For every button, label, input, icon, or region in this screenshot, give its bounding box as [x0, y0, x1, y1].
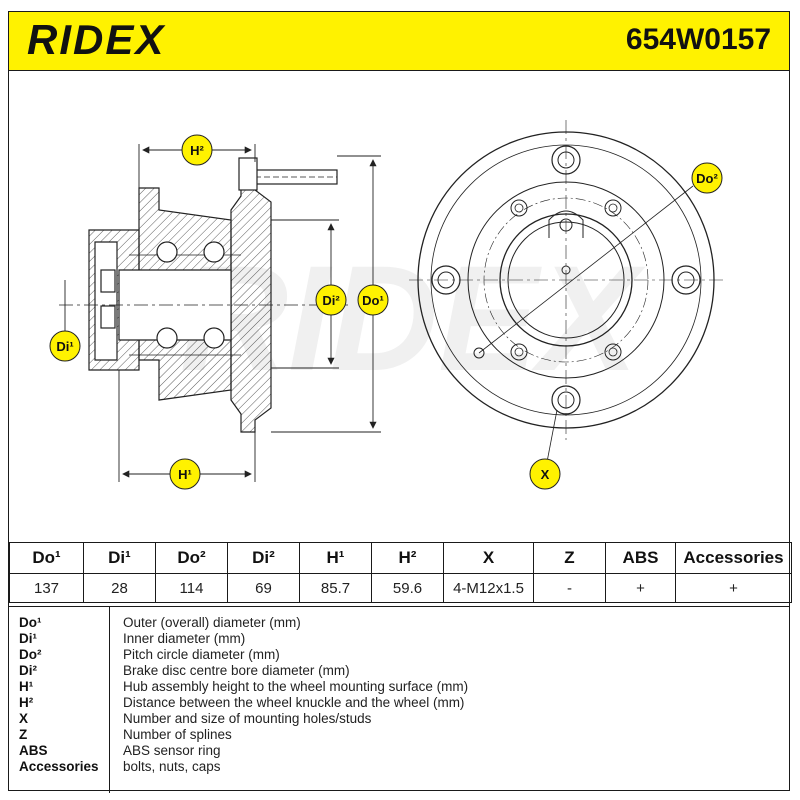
spec-value-cell: 85.7: [299, 573, 372, 603]
label-x: X: [541, 467, 550, 482]
spec-header-cell: Z: [533, 542, 606, 574]
spec-header-cell: Do²: [155, 542, 228, 574]
badge-x: X: [529, 458, 561, 490]
spec-header-cell: ABS: [605, 542, 676, 574]
legend-desc: Inner diameter (mm): [123, 631, 246, 646]
label-do2: Do²: [696, 171, 718, 186]
legend-key: X: [19, 711, 29, 726]
label-h1: H¹: [178, 467, 192, 482]
legend-key: Di¹: [19, 631, 37, 646]
label-di2: Di²: [322, 293, 340, 308]
badge-do2: Do²: [691, 162, 723, 194]
spec-table: Do¹ Di¹ Do² Di² H¹ H² X Z ABS Accessorie…: [9, 542, 792, 603]
spec-value-cell: 4-M12x1.5: [443, 573, 534, 603]
legend-desc: Outer (overall) diameter (mm): [123, 615, 301, 630]
legend-desc: Pitch circle diameter (mm): [123, 647, 280, 662]
spec-header-cell: Di¹: [83, 542, 156, 574]
spec-header-cell: Do¹: [9, 542, 84, 574]
badge-h2: H²: [181, 134, 213, 166]
legend-key: Do²: [19, 647, 42, 662]
technical-drawing: RIDEX: [49, 120, 723, 490]
legend-row: Z Number of splines: [9, 727, 789, 743]
legend-desc: Number of splines: [123, 727, 232, 742]
legend-key: H²: [19, 695, 34, 710]
legend-row: H² Distance between the wheel knuckle an…: [9, 695, 789, 711]
part-number: 654W0157: [625, 23, 771, 56]
legend-row: Do² Pitch circle diameter (mm): [9, 647, 789, 663]
legend-key: H¹: [19, 679, 34, 694]
legend-desc: Distance between the wheel knuckle and t…: [123, 695, 465, 710]
spec-value-cell: 28: [83, 573, 156, 603]
legend-divider: [109, 607, 110, 793]
spec-value-cell: 114: [155, 573, 228, 603]
legend-desc: Number and size of mounting holes/studs: [123, 711, 372, 726]
data-sheet: RIDEX 654W0157 RIDEX: [8, 11, 792, 793]
hub-side-section: [59, 157, 349, 433]
legend-desc: Brake disc centre bore diameter (mm): [123, 663, 350, 678]
badge-di2: Di²: [315, 284, 347, 316]
spec-value-cell: +: [605, 573, 676, 603]
legend-row: X Number and size of mounting holes/stud…: [9, 711, 789, 727]
header-bar: RIDEX 654W0157: [9, 12, 789, 71]
legend-key: Z: [19, 727, 28, 742]
badge-di1: Di¹: [49, 330, 81, 362]
legend-desc: bolts, nuts, caps: [123, 759, 221, 774]
spec-header-cell: H¹: [299, 542, 372, 574]
spec-header-row: Do¹ Di¹ Do² Di² H¹ H² X Z ABS Accessorie…: [9, 542, 792, 574]
legend-section: Do¹ Outer (overall) diameter (mm) Di¹ In…: [9, 606, 789, 793]
legend-key: Accessories: [19, 759, 99, 774]
spec-header-cell: Accessories: [675, 542, 792, 574]
spec-value-cell: 59.6: [371, 573, 444, 603]
spec-header-cell: Di²: [227, 542, 300, 574]
hub-front-view: [409, 120, 723, 463]
spec-value-cell: 137: [9, 573, 84, 603]
legend-row: Di¹ Inner diameter (mm): [9, 631, 789, 647]
spec-value-cell: +: [675, 573, 792, 603]
legend-key: ABS: [19, 743, 48, 758]
label-h2: H²: [190, 143, 204, 158]
brand-logo: RIDEX: [27, 16, 166, 63]
legend-row: ABS ABS sensor ring: [9, 743, 789, 759]
legend-key: Do¹: [19, 615, 42, 630]
label-do1: Do¹: [362, 293, 384, 308]
legend-row: Di² Brake disc centre bore diameter (mm): [9, 663, 789, 679]
legend-row: Accessories bolts, nuts, caps: [9, 759, 789, 775]
legend-row: Do¹ Outer (overall) diameter (mm): [9, 615, 789, 631]
legend-desc: ABS sensor ring: [123, 743, 221, 758]
legend-row: H¹ Hub assembly height to the wheel moun…: [9, 679, 789, 695]
legend-desc: Hub assembly height to the wheel mountin…: [123, 679, 469, 694]
spec-header-cell: X: [443, 542, 534, 574]
spec-header-cell: H²: [371, 542, 444, 574]
spec-value-cell: -: [533, 573, 606, 603]
badge-h1: H¹: [169, 458, 201, 490]
spec-value-row: 137 28 114 69 85.7 59.6 4-M12x1.5 - + +: [9, 573, 792, 603]
label-di1: Di¹: [56, 339, 73, 354]
legend-key: Di²: [19, 663, 37, 678]
badge-do1: Do¹: [357, 284, 389, 316]
spec-value-cell: 69: [227, 573, 300, 603]
